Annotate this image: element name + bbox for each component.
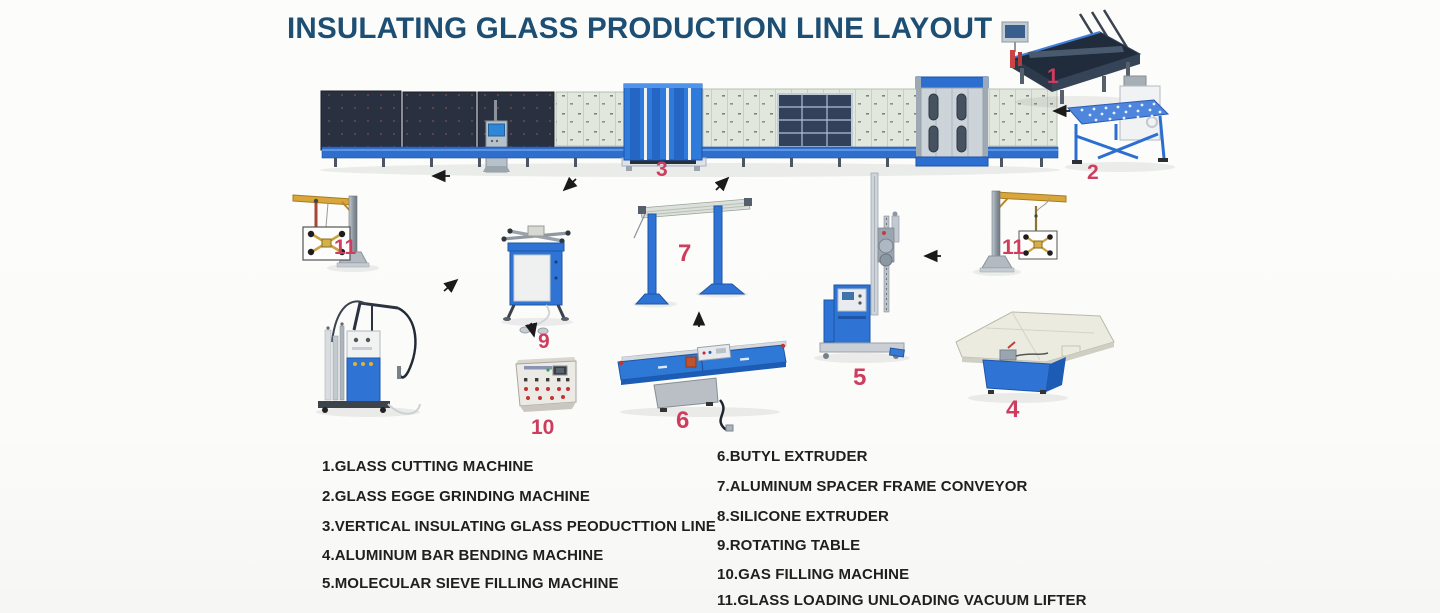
glass-cutting-machine-illustration — [1001, 9, 1142, 108]
rotating-table-illustration — [501, 225, 573, 335]
arrow-up-right-icon — [443, 278, 459, 293]
line-control-console — [483, 100, 510, 173]
legend-item-6: 6.BUTYL EXTRUDER — [717, 448, 868, 465]
vacuum-lifter-right-illustration — [973, 190, 1067, 276]
legend-item-3: 3.VERTICAL INSULATING GLASS PEODUCTTION … — [322, 518, 716, 535]
page-title: INSULATING GLASS PRODUCTION LINE LAYOUT — [287, 12, 993, 45]
machine-label-10: 10 — [531, 416, 555, 439]
machine-label-2: 2 — [1087, 161, 1099, 184]
machine-label-6: 6 — [676, 407, 690, 434]
glass-edge-grinding-machine-illustration — [1065, 75, 1175, 172]
arrow-down-icon — [525, 322, 538, 338]
machine-label-5: 5 — [853, 364, 867, 391]
silicone-extruder-illustration — [316, 300, 421, 417]
aluminum-spacer-frame-conveyor-illustration — [633, 198, 752, 308]
legend-item-2: 2.GLASS EGGE GRINDING MACHINE — [322, 488, 590, 505]
legend-item-4: 4.ALUMINUM BAR BENDING MACHINE — [322, 547, 604, 564]
vertical-press-unit — [621, 83, 707, 171]
legend-item-5: 5.MOLECULAR SIEVE FILLING MACHINE — [322, 575, 619, 592]
aluminum-bar-bending-machine-illustration — [955, 311, 1115, 403]
legend-item-11: 11.GLASS LOADING UNLOADING VACUUM LIFTER — [717, 592, 1087, 609]
glass-washer-unit — [915, 76, 989, 167]
legend-item-10: 10.GAS FILLING MACHINE — [717, 566, 910, 583]
machine-label-3: 3 — [656, 158, 668, 181]
machine-label-1: 1 — [1047, 65, 1059, 88]
vertical-insulating-glass-line-illustration — [320, 76, 1060, 177]
legend-item-9: 9.ROTATING TABLE — [717, 537, 861, 554]
molecular-sieve-filling-machine-illustration — [814, 172, 910, 363]
arrow-up-right-icon — [714, 176, 730, 192]
machine-label-4: 4 — [1006, 396, 1020, 423]
butyl-extruder-illustration — [617, 340, 787, 432]
flow-arrows — [431, 104, 1070, 338]
machine-label-11-right: 11 — [1002, 236, 1025, 259]
machine-label-7: 7 — [678, 240, 692, 267]
vacuum-lifter-left-illustration — [292, 194, 379, 272]
machine-label-11-left: 11 — [334, 236, 357, 259]
arrow-down-left-icon — [562, 176, 578, 192]
machine-label-9: 9 — [538, 330, 550, 353]
grid-glass-panel — [777, 93, 853, 148]
legend-item-7: 7.ALUMINUM SPACER FRAME CONVEYOR — [717, 478, 1028, 495]
legend-item-1: 1.GLASS CUTTING MACHINE — [322, 458, 534, 475]
legend-item-8: 8.SILICONE EXTRUDER — [717, 508, 889, 525]
gas-filling-machine-illustration — [515, 357, 577, 412]
